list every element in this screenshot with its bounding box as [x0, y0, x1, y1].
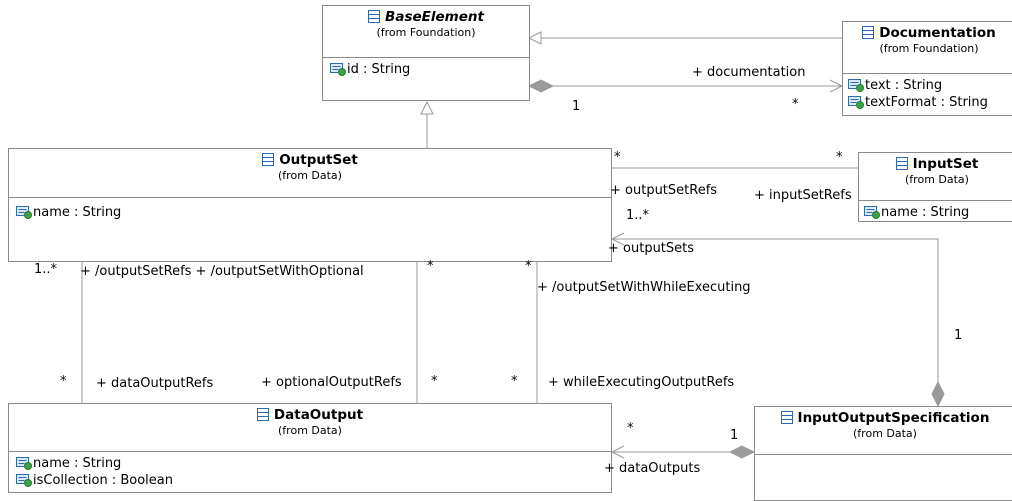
attribute-label: name : String — [33, 205, 122, 220]
class-name: BaseElement — [385, 9, 484, 25]
class-icon — [256, 408, 269, 421]
attribute-label: name : String — [881, 205, 970, 220]
association-dataoutputs — [610, 445, 756, 459]
class-package: (from Data) — [853, 427, 917, 440]
multiplicity-many: * — [836, 150, 843, 165]
class-package: (from Foundation) — [376, 26, 476, 39]
multiplicity-one: 1 — [730, 428, 739, 443]
multiplicity-many: * — [614, 150, 621, 165]
multiplicity-many: * — [792, 97, 799, 112]
attribute-row[interactable]: name : String — [16, 455, 611, 472]
class-name: Documentation — [879, 25, 996, 41]
attribute-icon — [330, 63, 346, 76]
class-input-output-specification[interactable]: InputOutputSpecification (from Data) — [754, 406, 1012, 501]
attribute-label: isCollection : Boolean — [33, 473, 173, 488]
attribute-row[interactable]: isCollection : Boolean — [16, 472, 611, 489]
role-documentation: + documentation — [692, 65, 806, 80]
class-icon — [368, 10, 381, 23]
multiplicity-many: * — [60, 374, 67, 389]
role-while-executing-output-refs: + whileExecutingOutputRefs — [548, 375, 735, 390]
class-data-output[interactable]: DataOutput (from Data) name : String isC… — [8, 403, 612, 493]
multiplicity-many: * — [431, 374, 438, 389]
attribute-row[interactable]: id : String — [330, 61, 529, 78]
class-package: (from Data) — [278, 424, 342, 437]
attribute-icon — [16, 474, 32, 487]
class-name: InputOutputSpecification — [797, 410, 990, 426]
role-output-sets: + outputSets — [608, 241, 695, 256]
role-derived-output-set-refs: + /outputSetRefs + /outputSetWithOptiona… — [80, 264, 364, 279]
association-documentation — [527, 79, 844, 93]
role-input-set-refs: + inputSetRefs — [754, 188, 852, 203]
class-output-set[interactable]: OutputSet (from Data) name : String — [8, 148, 612, 262]
multiplicity-many: * — [525, 259, 532, 274]
attribute-icon — [16, 457, 32, 470]
association-outputsets — [610, 232, 945, 408]
class-icon — [862, 26, 875, 39]
attribute-label: text : String — [865, 78, 943, 93]
class-icon — [262, 153, 275, 166]
attribute-icon — [16, 206, 32, 219]
attribute-icon — [864, 206, 880, 219]
generalization-documentation-baseelement — [527, 31, 842, 45]
class-base-element[interactable]: BaseElement (from Foundation) id : Strin… — [322, 5, 530, 101]
multiplicity-one-or-more: 1..* — [34, 262, 58, 277]
attribute-label: name : String — [33, 456, 122, 471]
attribute-row[interactable]: textFormat : String — [848, 94, 1012, 111]
multiplicity-one-or-more: 1..* — [626, 208, 650, 223]
class-name: DataOutput — [273, 407, 364, 423]
attribute-row[interactable]: name : String — [864, 204, 1012, 221]
attribute-icon — [848, 96, 864, 109]
class-input-set[interactable]: InputSet (from Data) name : String — [858, 152, 1012, 222]
class-documentation[interactable]: Documentation (from Foundation) text : S… — [842, 21, 1012, 116]
class-package: (from Data) — [278, 169, 342, 182]
attribute-row[interactable]: text : String — [848, 77, 1012, 94]
class-name: InputSet — [912, 156, 979, 172]
class-package: (from Data) — [905, 173, 969, 186]
class-icon — [780, 411, 793, 424]
multiplicity-many: * — [627, 421, 634, 436]
multiplicity-many: * — [427, 259, 434, 274]
role-output-set-refs: + outputSetRefs — [610, 183, 718, 198]
attribute-row[interactable]: name : String — [16, 204, 611, 221]
role-data-outputs: + dataOutputs — [604, 461, 701, 476]
multiplicity-many: * — [511, 374, 518, 389]
class-package: (from Foundation) — [879, 42, 979, 55]
role-data-output-refs: + dataOutputRefs — [96, 376, 214, 391]
role-output-set-with-while-executing: + /outputSetWithWhileExecuting — [537, 280, 751, 295]
class-icon — [895, 157, 908, 170]
attribute-icon — [848, 79, 864, 92]
multiplicity-one: 1 — [954, 328, 963, 343]
attribute-label: id : String — [347, 62, 411, 77]
role-optional-output-refs: + optionalOutputRefs — [261, 375, 402, 390]
class-name: OutputSet — [279, 152, 358, 168]
attribute-label: textFormat : String — [865, 95, 988, 110]
multiplicity-one: 1 — [572, 99, 581, 114]
generalization-outputset-baseelement — [420, 100, 434, 148]
